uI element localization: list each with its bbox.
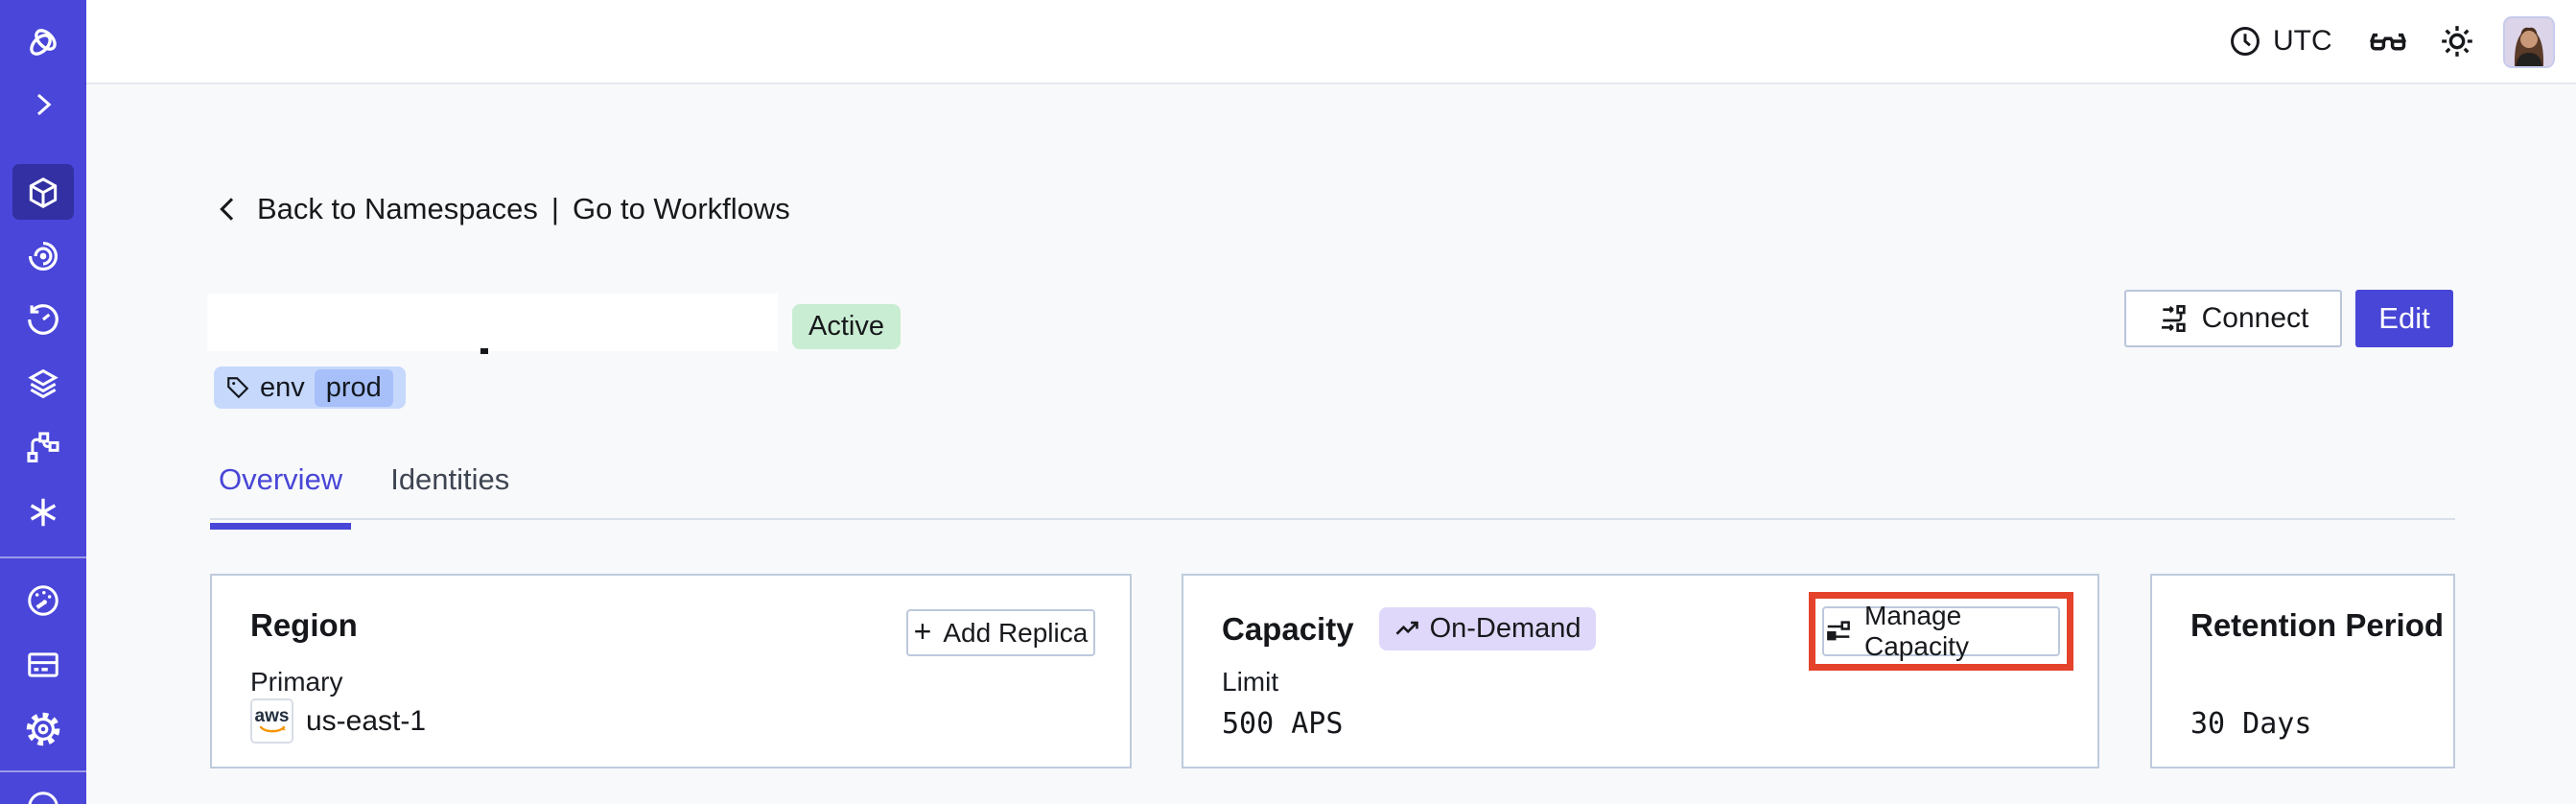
primary-label: Primary xyxy=(250,667,343,697)
back-chevron-icon[interactable] xyxy=(213,194,244,225)
temporal-logo[interactable] xyxy=(24,23,62,61)
red-annotation-box: Manage Capacity xyxy=(1809,592,2073,671)
feedback-glasses-icon[interactable] xyxy=(2367,0,2409,83)
sliders-icon xyxy=(1824,617,1853,646)
theme-sun-icon[interactable] xyxy=(2438,0,2476,83)
timezone-selector[interactable]: UTC xyxy=(2229,0,2332,83)
namespace-title-redacted xyxy=(207,294,778,351)
status-badge: Active xyxy=(792,304,901,349)
capacity-card: Capacity On-Demand Manage Capacity xyxy=(1182,574,2099,769)
tab-bar-rule xyxy=(210,518,2455,520)
connect-icon xyxy=(2158,303,2189,334)
tab-bar: Overview Identities xyxy=(210,462,518,530)
stack-layers-icon[interactable] xyxy=(24,365,62,403)
status-badge-label: Active xyxy=(808,311,884,342)
title-text-artifact xyxy=(480,348,488,354)
usage-gauge-icon[interactable] xyxy=(24,581,62,620)
limit-value: 500 APS xyxy=(1222,707,1344,741)
retention-card-title: Retention Period xyxy=(2190,607,2445,643)
region-value: us-east-1 xyxy=(306,704,427,737)
limit-label: Limit xyxy=(1222,667,1279,697)
ondemand-badge: On-Demand xyxy=(1378,607,1596,650)
clock-icon xyxy=(2229,25,2261,58)
left-nav-sidebar xyxy=(0,0,86,804)
manage-capacity-label: Manage Capacity xyxy=(1864,601,1969,661)
tab-overview[interactable]: Overview xyxy=(210,462,352,530)
edit-button-label: Edit xyxy=(2378,301,2430,335)
ondemand-badge-label: On-Demand xyxy=(1429,613,1581,644)
go-to-workflows-link[interactable]: Go to Workflows xyxy=(572,192,790,225)
add-replica-button[interactable]: + Add Replica xyxy=(906,609,1095,656)
billing-card-icon[interactable] xyxy=(24,646,62,684)
tag-key: env xyxy=(260,371,305,403)
settings-gear-icon[interactable] xyxy=(24,710,62,748)
breadcrumb: Back to Namespaces | Go to Workflows xyxy=(213,192,790,226)
primary-region-row: aws us-east-1 xyxy=(250,698,426,744)
tab-identities[interactable]: Identities xyxy=(390,462,510,496)
expand-chevron-icon[interactable] xyxy=(24,85,62,124)
region-card: Region + Add Replica Primary aws us-east… xyxy=(210,574,1132,769)
tag-icon xyxy=(225,375,250,400)
add-replica-label: Add Replica xyxy=(943,617,1089,648)
region-card-title: Region xyxy=(250,607,358,643)
workflow-branch-icon[interactable] xyxy=(24,429,62,467)
nexus-spiral-icon[interactable] xyxy=(24,237,62,275)
schedules-clock-icon[interactable] xyxy=(24,300,62,339)
tag-value: prod xyxy=(314,368,393,407)
top-bar: UTC xyxy=(86,0,2576,84)
trending-up-icon xyxy=(1393,616,1420,643)
retention-card: Retention Period 30 Days xyxy=(2150,574,2455,769)
edit-button[interactable]: Edit xyxy=(2355,290,2453,347)
capacity-card-title: Capacity xyxy=(1222,610,1354,647)
breadcrumb-separator: | xyxy=(550,192,559,225)
connect-button[interactable]: Connect xyxy=(2124,290,2342,347)
connect-button-label: Connect xyxy=(2201,302,2309,334)
back-to-namespaces-link[interactable]: Back to Namespaces xyxy=(257,192,538,225)
namespace-tag: env prod xyxy=(214,367,406,409)
sidebar-divider xyxy=(0,770,86,772)
aws-provider-icon: aws xyxy=(250,698,293,744)
asterisk-icon[interactable] xyxy=(24,493,62,532)
timezone-label: UTC xyxy=(2273,25,2332,57)
retention-value: 30 Days xyxy=(2190,707,2312,741)
namespaces-cube-icon[interactable] xyxy=(24,174,62,212)
user-avatar[interactable] xyxy=(2503,16,2555,68)
sidebar-divider xyxy=(0,556,86,558)
capacity-card-header: Capacity On-Demand xyxy=(1222,607,1596,650)
aws-label: aws xyxy=(254,706,290,726)
help-circle-icon[interactable] xyxy=(24,789,62,804)
plus-icon: + xyxy=(913,613,932,649)
manage-capacity-button[interactable]: Manage Capacity xyxy=(1822,601,2060,661)
